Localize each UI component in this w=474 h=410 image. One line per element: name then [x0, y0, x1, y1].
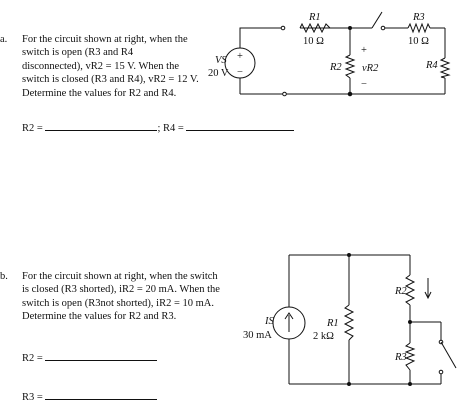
switch-icon	[371, 11, 383, 29]
b-r1-label: R1	[326, 318, 339, 329]
part-b-line-1: For the circuit shown at right, when the…	[22, 271, 218, 282]
vs-value: 20 V	[208, 68, 229, 79]
resistor-b-r2-icon	[404, 274, 416, 306]
resistor-r3-icon	[407, 22, 431, 34]
vs-minus: −	[237, 67, 243, 78]
resistor-r1-icon	[299, 22, 331, 34]
part-b-line-3: switch is open (R3not shorted), iR2 = 10…	[22, 297, 214, 309]
resistor-b-r3-icon	[404, 342, 416, 371]
junction-dot	[408, 320, 412, 324]
part-b-problem-text: For the circuit shown at right, when the…	[22, 270, 220, 324]
circuit-a-wires	[239, 27, 446, 95]
is-value: 30 mA	[243, 330, 272, 341]
answer-r4-blank[interactable]	[186, 121, 295, 131]
b-r3-label: R3	[394, 352, 407, 363]
vs-plus: +	[237, 51, 243, 62]
answer-r4-label: ; R4 =	[157, 123, 184, 134]
part-b-answer-r3: R3 =	[22, 390, 158, 403]
junction-dot	[408, 382, 412, 386]
part-b-answer-r2: R2 =	[22, 351, 158, 364]
vr2-plus: +	[361, 45, 367, 56]
switch-terminal	[380, 25, 386, 31]
vr2-label: vR2	[362, 63, 379, 74]
part-b-line-2: is closed (R3 shorted), iR2 = 20 mA. Whe…	[22, 284, 220, 296]
answer-b-r3-label: R3 =	[22, 392, 43, 403]
answer-b-r2-label: R2 =	[22, 353, 43, 364]
answer-b-r2-blank[interactable]	[45, 351, 158, 361]
b-r1-value: 2 kΩ	[313, 331, 334, 342]
part-a-answer-line: R2 = ; R4 =	[22, 121, 295, 134]
answer-r2-label: R2 =	[22, 123, 43, 134]
part-a-line-4: switch is closed (R3 and R4), vR2 = 12 V…	[22, 74, 199, 86]
answer-b-r3-blank[interactable]	[45, 390, 158, 400]
junction-dot	[347, 91, 353, 97]
circuit-b-wires	[288, 254, 442, 385]
r2-label: R2	[329, 62, 342, 73]
part-a-line-5: Determine the values for R2 and R4.	[22, 87, 177, 99]
vs-label: VS	[215, 55, 227, 66]
is-label: IS	[264, 316, 274, 327]
part-a-line-1: For the circuit shown at right, when the	[22, 34, 188, 45]
resistor-b-r1-icon	[343, 304, 355, 341]
part-a-line-2: switch is open (R3 and R4	[22, 47, 134, 59]
vr2-minus: −	[361, 79, 367, 90]
circuit-b-labels: IS 30 mA R1 2 kΩ R2 R3	[243, 286, 407, 363]
part-a-problem-text: For the circuit shown at right, when the…	[22, 33, 199, 100]
r3-label: R3	[412, 12, 425, 23]
switch-terminal	[438, 369, 444, 375]
switch-b-icon	[440, 341, 457, 369]
resistor-r4-icon	[439, 57, 451, 79]
current-source-icon	[272, 306, 306, 340]
answer-r2-blank[interactable]	[45, 121, 158, 131]
r1-value: 10 Ω	[303, 36, 324, 47]
r1-label: R1	[308, 12, 321, 23]
junction-dot	[348, 26, 352, 30]
b-r2-label: R2	[394, 286, 407, 297]
r4-label: R4	[425, 60, 438, 71]
voltage-source-icon	[224, 47, 256, 79]
junction-dot	[347, 382, 351, 386]
part-b-label: b.	[0, 271, 8, 282]
junction-dot	[347, 253, 351, 257]
part-a-line-3: disconnected), vR2 = 15 V. When the	[22, 60, 179, 72]
resistor-r2-icon	[344, 54, 356, 79]
terminal-node	[282, 91, 287, 97]
circuit-a-labels: + − VS 20 V R1 10 Ω R3 10 Ω R2 vR2 + − R…	[208, 12, 438, 90]
terminal-node	[280, 25, 286, 31]
part-a-label: a.	[0, 34, 8, 45]
r3-value: 10 Ω	[408, 36, 429, 47]
part-b-line-4: Determine the values for R2 and R3.	[22, 311, 177, 323]
